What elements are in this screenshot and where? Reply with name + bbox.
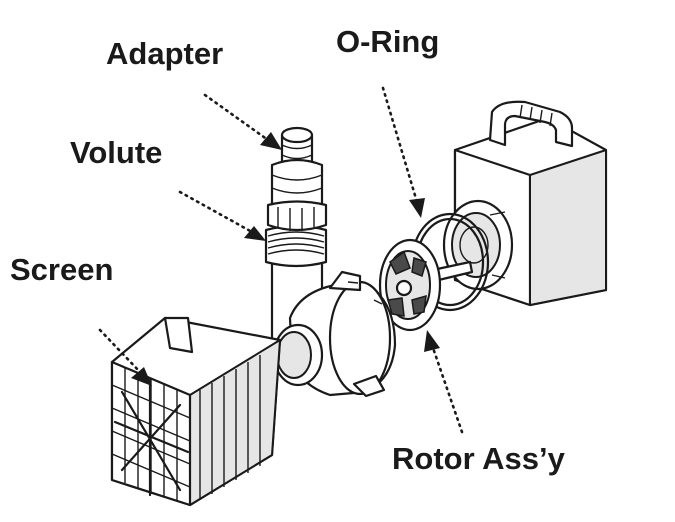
volute-arrow (244, 226, 266, 241)
oring-leader (381, 86, 419, 204)
oring-arrow (409, 198, 425, 218)
label-volute: Volute (70, 135, 163, 170)
screen-arrow (131, 367, 152, 386)
volute (264, 224, 397, 398)
label-screen: Screen (10, 252, 114, 287)
rotor-assembly (378, 238, 474, 332)
label-o-ring: O-Ring (336, 24, 440, 59)
adapter-arrow (260, 132, 282, 150)
adapter-leader (203, 93, 270, 142)
screen (110, 316, 282, 507)
rotor-leader (430, 343, 464, 434)
adapter (266, 126, 328, 232)
motor-housing (442, 100, 608, 307)
label-adapter: Adapter (106, 36, 224, 71)
leader-lines (98, 86, 464, 434)
label-rotor-assembly: Rotor Ass’y (392, 441, 565, 476)
volute-leader (178, 190, 254, 234)
rotor-arrow (424, 330, 440, 352)
